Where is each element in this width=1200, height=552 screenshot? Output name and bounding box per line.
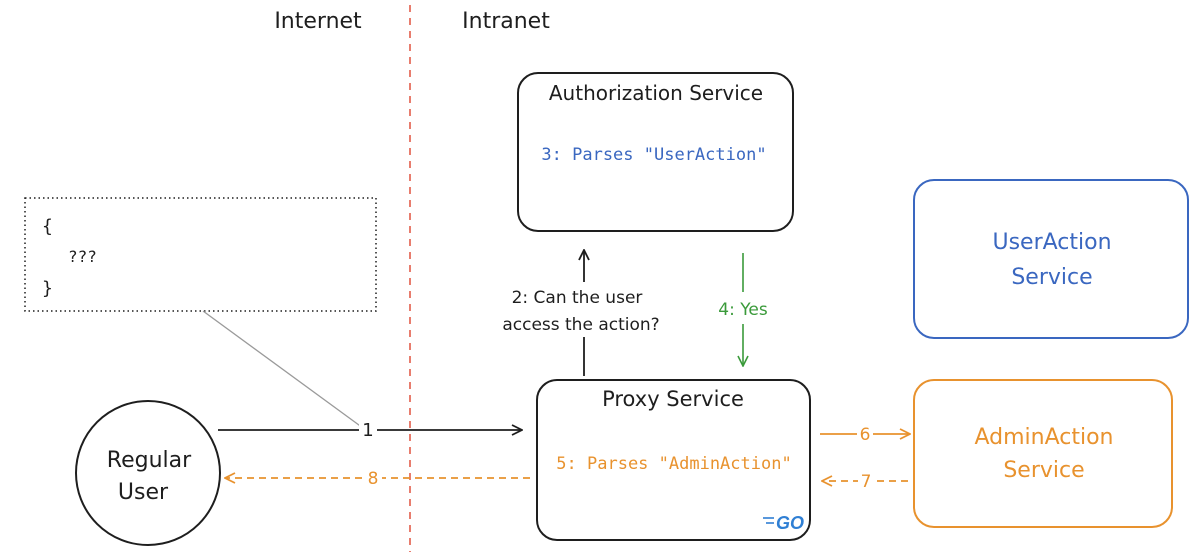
step-8-label: 8 xyxy=(368,469,379,489)
regular-user-label-line2: User xyxy=(118,480,169,505)
adminaction-service-label-line1: AdminAction xyxy=(974,425,1113,450)
authorization-service-box xyxy=(517,72,794,232)
proxy-service-box xyxy=(536,379,811,541)
intranet-zone-label: Intranet xyxy=(462,9,550,34)
adminaction-service-label-line2: Service xyxy=(1003,458,1084,483)
go-logo-text: GO xyxy=(776,513,804,533)
useraction-service-box xyxy=(913,179,1189,339)
go-logo-icon: GO xyxy=(763,513,804,533)
payload-box xyxy=(24,197,377,312)
adminaction-service-box xyxy=(913,379,1173,528)
payload-close-brace: } xyxy=(42,278,53,299)
payload-content: ??? xyxy=(68,247,97,266)
useraction-service-label-line2: Service xyxy=(1011,265,1092,290)
step-2-label-line2: access the action? xyxy=(502,315,659,335)
step-1-label: 1 xyxy=(362,420,373,441)
step-6-label: 6 xyxy=(860,425,871,445)
payload-open-brace: { xyxy=(42,216,53,237)
regular-user-node xyxy=(75,400,221,546)
payload-connector xyxy=(202,310,364,429)
internet-zone-label: Internet xyxy=(274,9,362,34)
proxy-service-note: 5: Parses "AdminAction" xyxy=(556,454,791,474)
step-4-label: 4: Yes xyxy=(718,300,768,320)
proxy-service-title: Proxy Service xyxy=(602,387,744,411)
step-7-label: 7 xyxy=(861,472,872,492)
authorization-service-note: 3: Parses "UserAction" xyxy=(541,145,766,165)
useraction-service-label-line1: UserAction xyxy=(992,230,1111,255)
step-2-label-line1: 2: Can the user xyxy=(512,288,643,308)
regular-user-label-line1: Regular xyxy=(107,448,192,473)
authorization-service-title: Authorization Service xyxy=(549,81,763,105)
